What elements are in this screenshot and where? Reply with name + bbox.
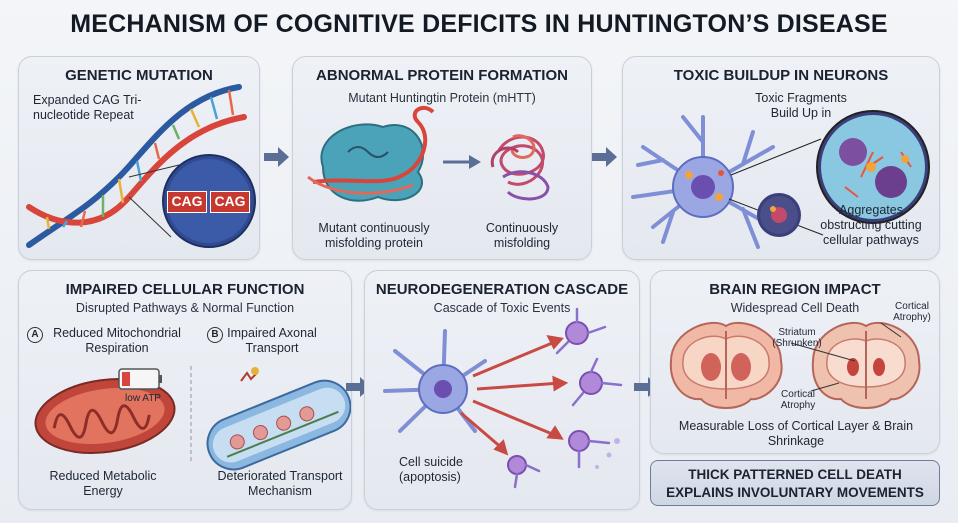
conclusion-line-2: EXPLAINS INVOLUNTARY MOVEMENTS [666,485,924,500]
cascade-heading: NEURODEGENERATION CASCADE [375,281,629,298]
cag-codon-1: CAG [167,191,207,213]
axonal-transport-label: Impaired Axonal Transport [227,326,317,355]
cellular-function-illustration [34,366,351,471]
metabolic-energy-label: Reduced Metabolic Energy [49,469,157,498]
neuron-toxic-illustration [631,110,930,249]
brain-subtitle: Widespread Cell Death [730,301,860,315]
cascade-illustration [383,307,623,489]
striatum-label: Striatum (Shrunken) [772,327,822,349]
genetic-heading: GENETIC MUTATION [65,67,213,84]
low-atp-label: low ATP [125,393,161,404]
impaired-heading: IMPAIRED CELLULAR FUNCTION [65,281,305,298]
panel-genetic-mutation: GENETIC MUTATION Expanded CAG Tri-nucleo… [18,56,260,260]
page-title: MECHANISM OF COGNITIVE DEFICITS IN HUNTI… [70,10,888,38]
cortical-atrophy-bottom-label: Cortical Atrophy [780,389,816,411]
panel-neurodegeneration-cascade: NEURODEGENERATION CASCADE Cascade of Tox… [364,270,640,510]
protein-subtitle: Mutant Huntingtin Protein (mHTT) [348,91,536,105]
protein-left-label: Mutant continuously misfolding protein [318,221,430,250]
brain-cross-section-illustration [669,321,921,409]
cascade-subtitle: Cascade of Toxic Events [433,301,571,315]
cag-repeat-label: Expanded CAG Tri-nucleotide Repeat [33,93,142,122]
brain-heading: BRAIN REGION IMPACT [709,281,881,298]
cag-codon-2: CAG [210,191,250,213]
protein-right-label: Continuously misfolding [485,221,559,250]
conclusion-box: THICK PATTERNED CELL DEATH EXPLAINS INVO… [650,460,940,506]
brain-caption: Measurable Loss of Cortical Layer & Brai… [678,419,914,448]
cortical-atrophy-right-label: Cortical Atrophy) [893,301,931,323]
impaired-subtitle: Disrupted Pathways & Normal Function [75,301,295,315]
panel-brain-region-impact: BRAIN REGION IMPACT Widespread Cell Deat… [650,270,940,454]
marker-b: B [207,327,223,343]
arrow-right-icon [592,147,617,167]
arrow-right-icon [264,147,289,167]
panel-abnormal-protein: ABNORMAL PROTEIN FORMATION Mutant Huntin… [292,56,592,260]
transport-mechanism-label: Deteriorated Transport Mechanism [217,469,343,498]
toxic-bottom-label: Aggregates obstructing cutting cellular … [820,203,922,247]
protein-illustration [307,105,550,202]
apoptosis-label: Cell suicide (apoptosis) [399,455,463,484]
panel-toxic-buildup: TOXIC BUILDUP IN NEURONS Toxic Fragments… [622,56,940,260]
protein-heading: ABNORMAL PROTEIN FORMATION [316,67,568,84]
toxic-top-label: Toxic Fragments Build Up in [755,91,847,120]
conclusion-line-1: THICK PATTERNED CELL DEATH [688,467,902,482]
mito-respiration-label: Reduced Mitochondrial Respiration [53,326,181,355]
toxic-heading: TOXIC BUILDUP IN NEURONS [673,67,889,84]
marker-a: A [27,327,43,343]
panel-impaired-function: IMPAIRED CELLULAR FUNCTION Disrupted Pat… [18,270,352,510]
dna-helix-illustration [26,84,256,248]
